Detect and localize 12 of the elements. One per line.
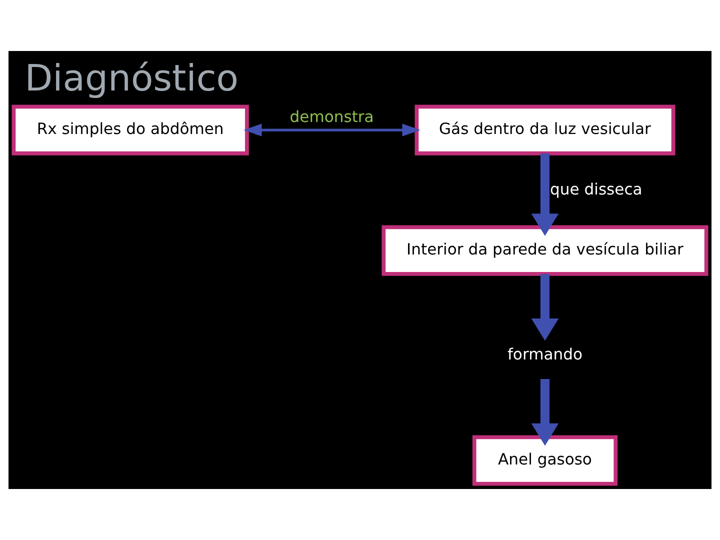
arrow (531, 154, 559, 236)
node-box: Gás dentro da luz vesicular (414, 104, 676, 156)
diagram-title: Diagnóstico (24, 56, 238, 100)
edge-label: que disseca (550, 180, 642, 198)
node-box: Interior da parede da vesícula biliar (382, 225, 708, 276)
arrow (531, 379, 559, 446)
edge-label: demonstra (290, 108, 374, 126)
arrow (244, 124, 420, 136)
arrow (531, 274, 559, 341)
node-box: Rx simples do abdômen (12, 104, 249, 156)
node-text: formando (507, 346, 582, 364)
node-box: Anel gasoso (472, 435, 618, 486)
